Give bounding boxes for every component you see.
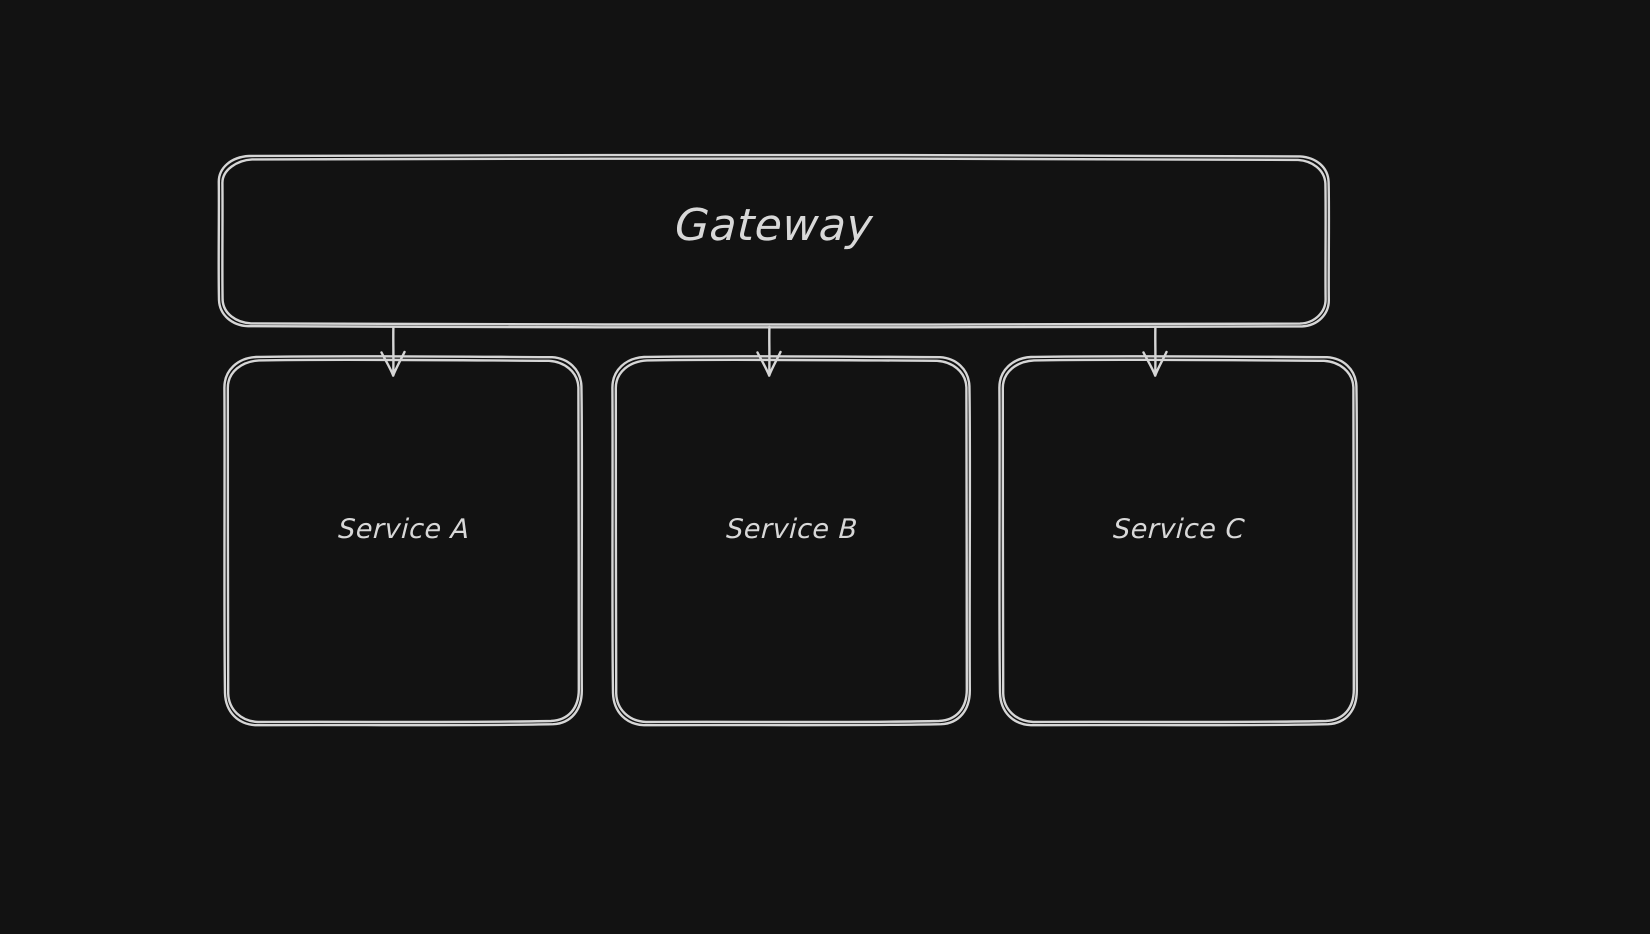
node-service-a-shape[interactable] (223, 355, 584, 727)
node-label-service-c: Service C (1112, 514, 1246, 545)
node-label-gateway: Gateway (673, 200, 875, 251)
node-label-service-a: Service A (337, 514, 471, 545)
node-label-service-b: Service B (725, 514, 859, 545)
node-service-c-shape[interactable] (998, 355, 1359, 727)
node-gateway-shape[interactable] (217, 153, 1331, 329)
node-service-b-shape[interactable] (611, 355, 972, 727)
edge-gateway-to-service-b[interactable] (756, 325, 782, 377)
edge-gateway-to-service-c[interactable] (1142, 325, 1168, 377)
edge-gateway-to-service-a[interactable] (380, 325, 406, 377)
